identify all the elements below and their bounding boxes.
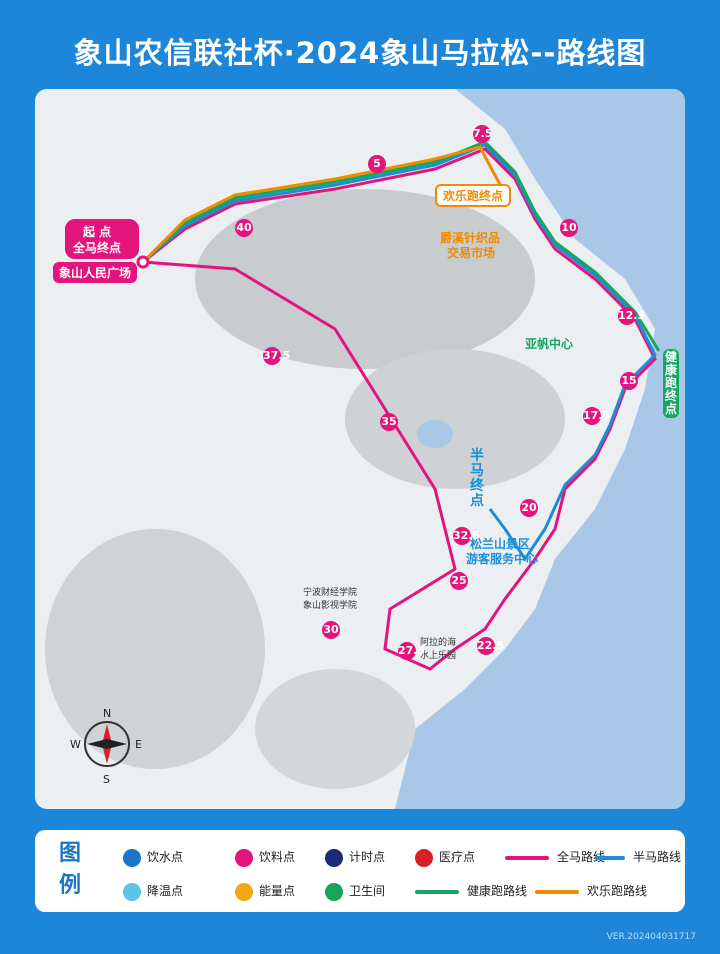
km-marker[interactable]: 15 [620,372,638,390]
version-label: VER.202404031717 [606,932,696,942]
km-marker[interactable]: 35 [380,413,398,431]
sea-area [395,89,685,809]
toilet-icon [325,882,343,901]
mountain-area [255,669,415,789]
route-map[interactable]: N S E W 起 点 全马终点 象山人民广场 欢乐跑终点 爵溪针织品 交易市场… [35,89,685,809]
map-canvas: N S E W [45,89,685,809]
songlan-label-1: 松兰山景区 [470,537,531,551]
legend-timing: 计时点 [325,848,385,867]
page-title: 象山农信联社杯·2024象山马拉松--路线图 [73,36,647,70]
lake [417,420,453,448]
start-marker [136,255,150,269]
market-label-1: 爵溪针织品 [440,231,501,245]
fun-finish-label: 欢乐跑终点 [435,184,512,207]
km-marker[interactable]: 5 [368,155,386,173]
mountain-area [45,529,265,769]
legend-water: 饮水点 [123,848,183,867]
half-finish-label: 半马终点 [470,448,484,509]
start-label-box: 起 点 全马终点 [65,219,139,259]
compass-icon [84,721,130,767]
km-marker[interactable]: 12.5 [618,307,645,325]
legend-half-route: 半马路线 [595,848,681,865]
half-route-line [142,143,657,562]
legend-title: 图 例 [58,841,81,898]
start-place-label: 象山人民广场 [53,262,138,283]
market-label-2: 交易市场 [447,246,496,260]
km-marker[interactable]: 7.5 [473,125,493,143]
legend-full-route: 全马路线 [505,848,605,865]
km-marker[interactable]: 32.5 [453,527,480,545]
clock-icon [325,848,343,867]
km-marker[interactable]: 30 [322,621,340,639]
km-marker[interactable]: 40 [235,219,253,237]
full-route-line [142,147,657,671]
waterpark-label-2: 水上乐园 [420,651,457,661]
compass-e: E [135,738,142,751]
start-label: 起 点 [83,225,112,239]
health-finish-label: 健康跑终点 [663,349,679,418]
km-marker[interactable]: 17.5 [583,407,610,425]
map-legend: 图 例 饮水点 饮料点 计时点 医疗点 全马路线 半马路线 降温点 能量点 卫生… [35,830,685,912]
medical-cross-icon [415,848,433,867]
songlan-label-2: 游客服务中心 [466,552,539,566]
banana-icon [235,882,253,901]
mountain-area [345,349,565,489]
cup-icon [235,848,253,867]
full-finish-label: 全马终点 [73,241,122,255]
legend-energy: 能量点 [235,882,295,901]
compass-n: N [103,707,111,720]
waterpark-label-1: 阿拉的海 [420,638,457,648]
mountain-area [195,189,535,369]
college-label-2: 象山影视学院 [303,601,358,611]
legend-fun-route: 欢乐跑路线 [535,882,647,899]
legend-drink: 饮料点 [235,848,295,867]
health-route-line [141,140,661,352]
college-label-1: 宁波财经学院 [303,588,358,598]
water-drop-icon [123,848,141,867]
km-marker[interactable]: 10 [560,219,578,237]
km-marker[interactable]: 22.5 [477,637,504,655]
legend-medical: 医疗点 [415,848,475,867]
legend-cooling: 降温点 [123,882,183,901]
cooling-icon [123,882,141,901]
compass-w: W [70,738,81,751]
compass-s: S [103,773,110,786]
legend-health-route: 健康跑路线 [415,882,527,899]
fun-route-line [141,145,507,264]
km-marker[interactable]: 27.5 [398,642,425,660]
km-marker[interactable]: 25 [450,572,468,590]
yafan-label: 亚帆中心 [525,337,574,351]
legend-toilet: 卫生间 [325,882,385,901]
km-marker[interactable]: 37.5 [263,347,290,365]
km-marker[interactable]: 20 [520,499,538,517]
